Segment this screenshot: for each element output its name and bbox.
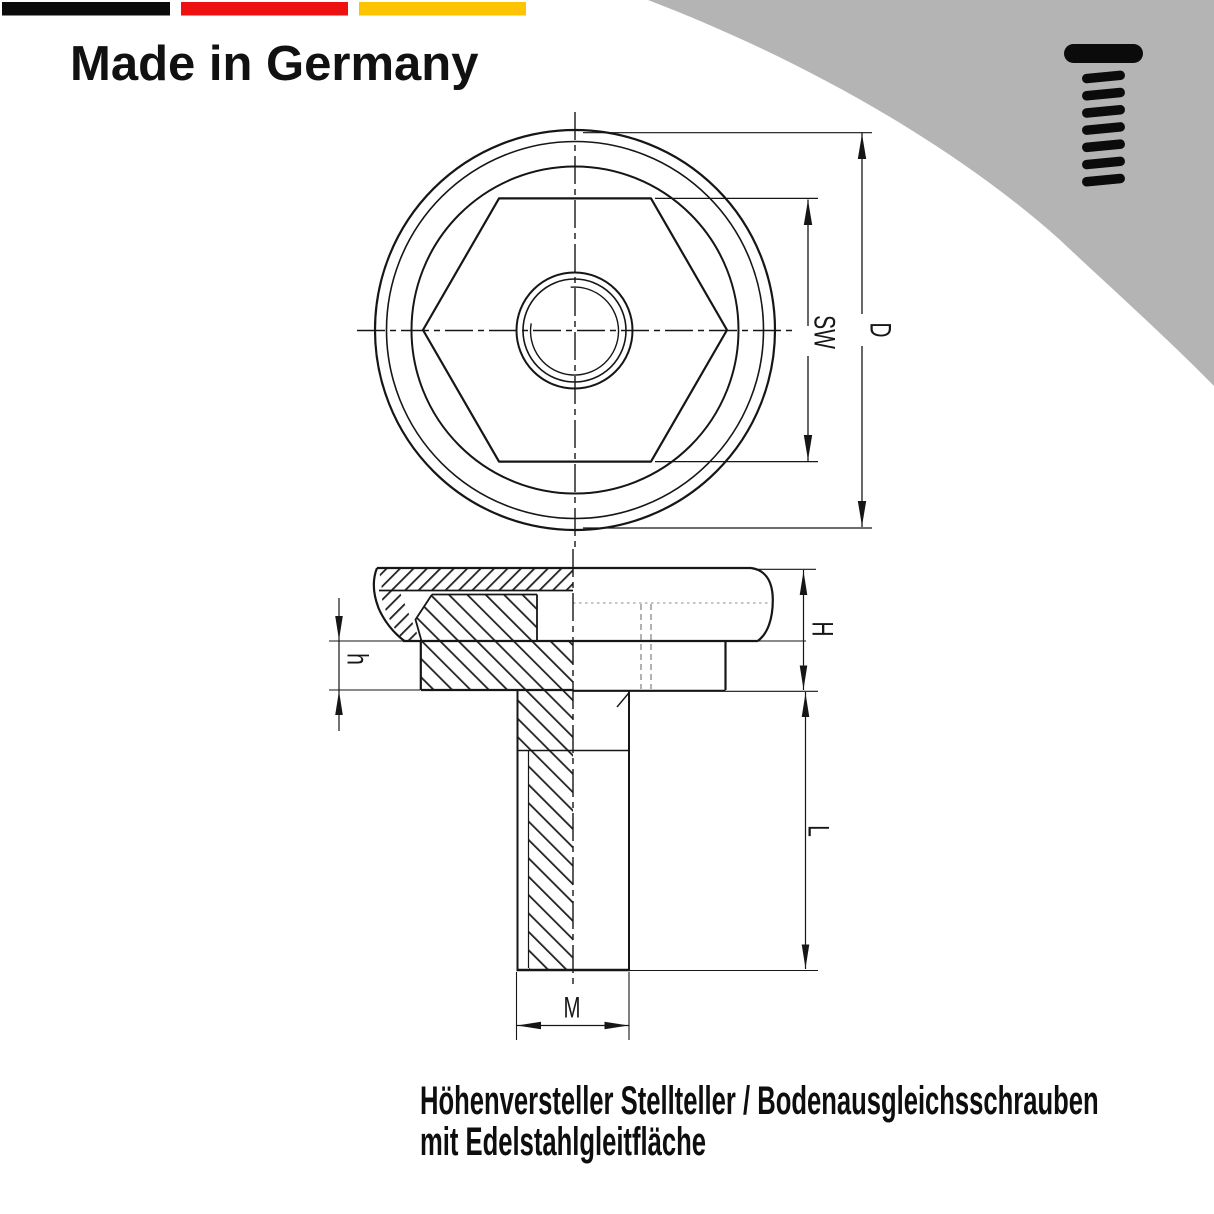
sw-label: SW	[808, 315, 840, 349]
section-hatching	[379, 569, 573, 969]
cap-left-profile	[372, 567, 406, 642]
L-label: L	[802, 825, 834, 837]
M-label: M	[564, 992, 581, 1025]
product-caption: Höhenversteller Stellteller / Bodenausgl…	[420, 1081, 1214, 1163]
corner-badge	[648, 0, 1214, 386]
top-view: SW D	[357, 112, 896, 548]
thread-chamfer	[616, 692, 630, 708]
made-in-germany-title: Made in Germany	[70, 37, 479, 91]
thread-arc	[529, 286, 620, 376]
screw-icon	[1064, 44, 1143, 187]
caption-line-1: Höhenversteller Stellteller / Bodenausgl…	[420, 1079, 1099, 1123]
dimension-length: L	[801, 692, 834, 969]
caption-line-2: mit Edelstahlgleitfläche	[420, 1120, 706, 1164]
dimension-h: h	[335, 598, 373, 731]
side-view: h H L M	[329, 549, 838, 1040]
h-label: h	[341, 653, 373, 665]
cap-right-profile	[750, 566, 774, 643]
H-label: H	[806, 621, 838, 636]
dimension-cap-height: H	[757, 568, 838, 690]
flag-stripes	[2, 2, 526, 16]
flag-stripe-black	[2, 2, 170, 16]
flag-stripe-red	[181, 2, 348, 16]
corner-shape	[648, 0, 1214, 386]
dimension-thread: M	[515, 972, 630, 1040]
screw-head	[1064, 44, 1143, 63]
flag-stripe-gold	[359, 2, 526, 16]
d-label: D	[864, 322, 896, 337]
